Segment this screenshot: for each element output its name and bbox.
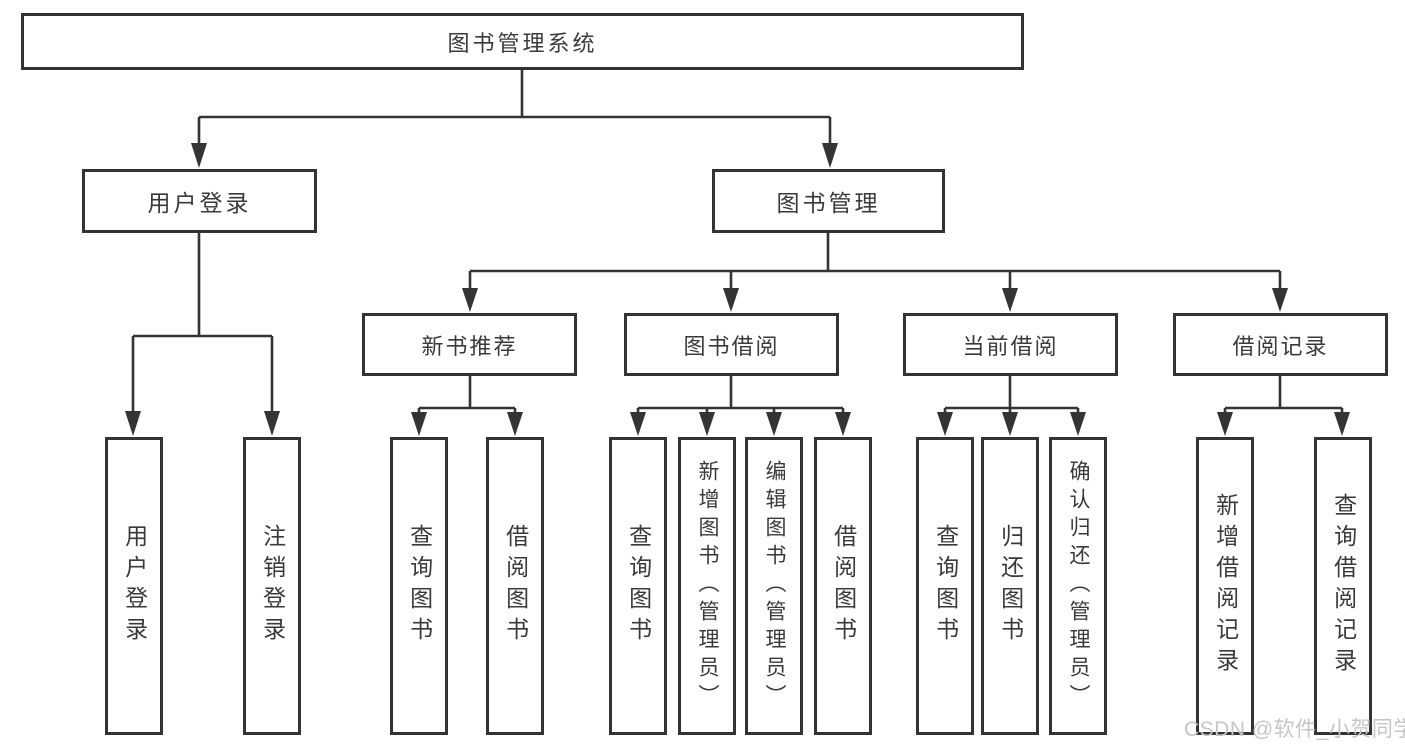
node-borrow-records: 借阅记录 xyxy=(1173,313,1388,376)
connector-line xyxy=(1223,376,1344,416)
arrow-down-icon xyxy=(411,412,427,436)
connector-line xyxy=(943,376,1080,416)
leaf-return-book: 归还图书 xyxy=(981,437,1039,735)
arrow-down-icon xyxy=(723,288,739,312)
node-label: 新书推荐 xyxy=(421,333,518,359)
node-label: 图书管理 xyxy=(776,190,881,216)
arrow-down-icon xyxy=(937,412,953,436)
leaf-add-book-admin: 新增图书（管理员） xyxy=(678,437,736,735)
arrow-down-icon xyxy=(630,412,646,436)
leaf-borrow-books: 借阅图书 xyxy=(486,437,544,735)
node-label: 用户登录 xyxy=(147,190,252,216)
node-label: 注销登录 xyxy=(259,524,286,648)
arrow-down-icon xyxy=(1334,412,1350,436)
connector-line xyxy=(417,376,517,416)
connector-line xyxy=(468,233,1282,290)
node-label: 新增图书（管理员） xyxy=(696,460,720,712)
arrow-down-icon xyxy=(1002,412,1018,436)
connector-line xyxy=(197,69,832,146)
node-user-login: 用户登录 xyxy=(82,169,317,233)
arrow-down-icon xyxy=(822,143,838,168)
arrow-down-icon xyxy=(766,412,782,436)
arrow-down-icon xyxy=(1272,288,1288,312)
arrow-down-icon xyxy=(264,411,280,436)
node-book-borrowing: 图书借阅 xyxy=(624,313,839,376)
node-label: 新增借阅记录 xyxy=(1212,493,1239,679)
node-label: 借阅图书 xyxy=(502,524,529,648)
arrow-down-icon xyxy=(1070,412,1086,436)
node-label: 用户登录 xyxy=(121,524,148,648)
node-label: 借阅记录 xyxy=(1232,333,1329,359)
node-book-management: 图书管理 xyxy=(712,169,945,233)
node-label: 归还图书 xyxy=(997,524,1024,648)
leaf-borrow-books: 借阅图书 xyxy=(814,437,872,735)
node-label: 查询借阅记录 xyxy=(1330,493,1357,679)
node-label: 图书管理系统 xyxy=(447,30,598,56)
leaf-query-books: 查询图书 xyxy=(609,437,667,735)
node-label: 当前借阅 xyxy=(962,333,1059,359)
node-label: 借阅图书 xyxy=(830,524,857,648)
leaf-confirm-return-admin: 确认归还（管理员） xyxy=(1049,437,1107,735)
arrow-down-icon xyxy=(699,412,715,436)
node-label: 图书借阅 xyxy=(683,333,780,359)
leaf-query-borrow-record: 查询借阅记录 xyxy=(1314,437,1372,735)
node-library-system: 图书管理系统 xyxy=(21,13,1024,70)
node-current-borrowing: 当前借阅 xyxy=(903,313,1118,376)
arrow-down-icon xyxy=(125,411,141,436)
arrow-down-icon xyxy=(1002,288,1018,312)
node-label: 查询图书 xyxy=(625,524,652,648)
arrow-down-icon xyxy=(835,412,851,436)
connector-line xyxy=(131,233,274,414)
node-label: 编辑图书（管理员） xyxy=(763,460,787,712)
csdn-watermark: CSDN @软件_小贺同学 xyxy=(1184,718,1405,741)
node-new-book-recommend: 新书推荐 xyxy=(362,313,577,376)
arrow-down-icon xyxy=(191,143,207,168)
leaf-logout: 注销登录 xyxy=(243,437,301,735)
leaf-edit-book-admin: 编辑图书（管理员） xyxy=(745,437,803,735)
arrow-down-icon xyxy=(507,412,523,436)
connector-line xyxy=(636,376,845,416)
leaf-user-login: 用户登录 xyxy=(105,437,163,735)
leaf-query-books: 查询图书 xyxy=(390,437,448,735)
leaf-add-borrow-record: 新增借阅记录 xyxy=(1196,437,1254,735)
arrow-down-icon xyxy=(462,288,478,312)
leaf-query-books: 查询图书 xyxy=(916,437,974,735)
arrow-down-icon xyxy=(1217,412,1233,436)
node-label: 查询图书 xyxy=(406,524,433,648)
node-label: 确认归还（管理员） xyxy=(1067,460,1091,712)
node-label: 查询图书 xyxy=(932,524,959,648)
